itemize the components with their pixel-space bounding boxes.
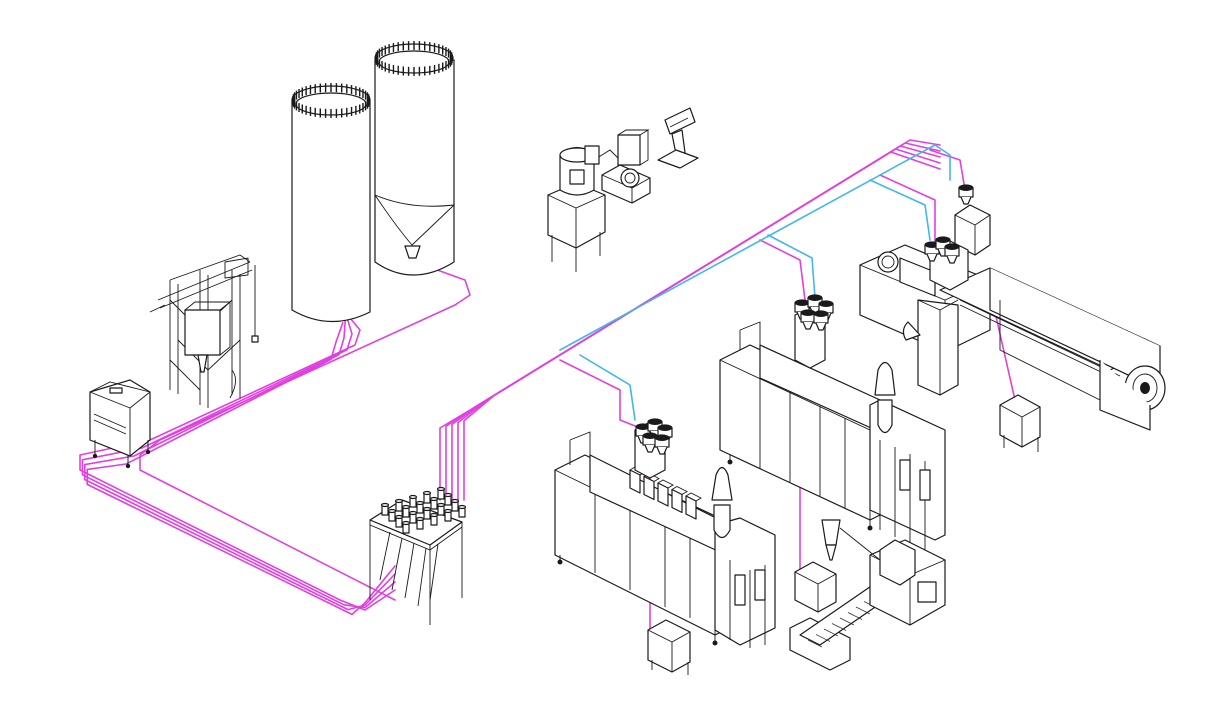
heater-band — [685, 495, 697, 520]
slat — [855, 606, 871, 615]
vacuum-header-main — [559, 144, 951, 351]
hopper-loader — [944, 243, 960, 264]
hopper-loader — [958, 184, 974, 205]
pipe-line-header-5 — [463, 151, 941, 501]
heater-band — [657, 482, 669, 507]
heater-band — [671, 488, 683, 514]
machine-front — [554, 421, 776, 648]
slat — [839, 617, 855, 626]
hopper-loader — [813, 310, 829, 331]
pipe-line-header-3 — [451, 145, 941, 501]
silo-right-rim — [375, 41, 453, 76]
vacuum-branch-front — [579, 354, 636, 421]
silo-left — [291, 83, 371, 323]
silo-left-rim — [292, 83, 370, 118]
silo-right — [374, 41, 455, 276]
distribution-station — [369, 486, 467, 625]
dryer-unit — [547, 145, 621, 272]
pipe-bundle-distribution-to-machines — [439, 139, 1016, 641]
box-conveyor — [794, 561, 837, 613]
box-extruder — [999, 394, 1041, 452]
front-heater-bands — [629, 466, 702, 520]
hopper-loader — [654, 434, 670, 455]
pipe-bundle-vacuum-header — [559, 144, 951, 421]
heater-band — [643, 475, 655, 501]
pipe-line-silo-2 — [81, 318, 396, 609]
heater-band — [629, 469, 641, 494]
pipe-branch-middle — [759, 239, 806, 301]
control-panel — [657, 107, 699, 169]
vacuum-pump — [601, 129, 651, 204]
hopper-loaders — [635, 184, 974, 455]
distribution-nozzles — [380, 486, 467, 534]
slat — [847, 612, 863, 620]
slat — [815, 634, 831, 642]
hopper-loader — [642, 432, 658, 453]
pipe-branch-extruder — [879, 174, 936, 246]
pipe-line-silo-3 — [84, 320, 396, 611]
extruder-line — [859, 204, 1166, 431]
pipe-line-silo-4 — [86, 322, 396, 616]
pipe-network — [79, 139, 1016, 641]
vacuum-branch-extruder — [869, 179, 931, 241]
vacuum-branch-middle — [767, 234, 816, 299]
conveyor-unit — [789, 519, 946, 671]
pipe-line-silo-right — [139, 261, 471, 601]
pipe-line-header-4 — [457, 148, 941, 501]
bag-station — [149, 254, 259, 408]
slat — [831, 623, 847, 631]
slat — [807, 639, 823, 648]
slat — [823, 628, 839, 637]
machine-middle — [719, 307, 946, 551]
pipe-bundle-silo-to-distribution — [79, 261, 471, 616]
pipe-branch-front — [559, 359, 651, 433]
left-feed-box — [89, 379, 151, 469]
pipe-branch-extruder-top — [929, 149, 966, 191]
box-front — [647, 619, 691, 675]
